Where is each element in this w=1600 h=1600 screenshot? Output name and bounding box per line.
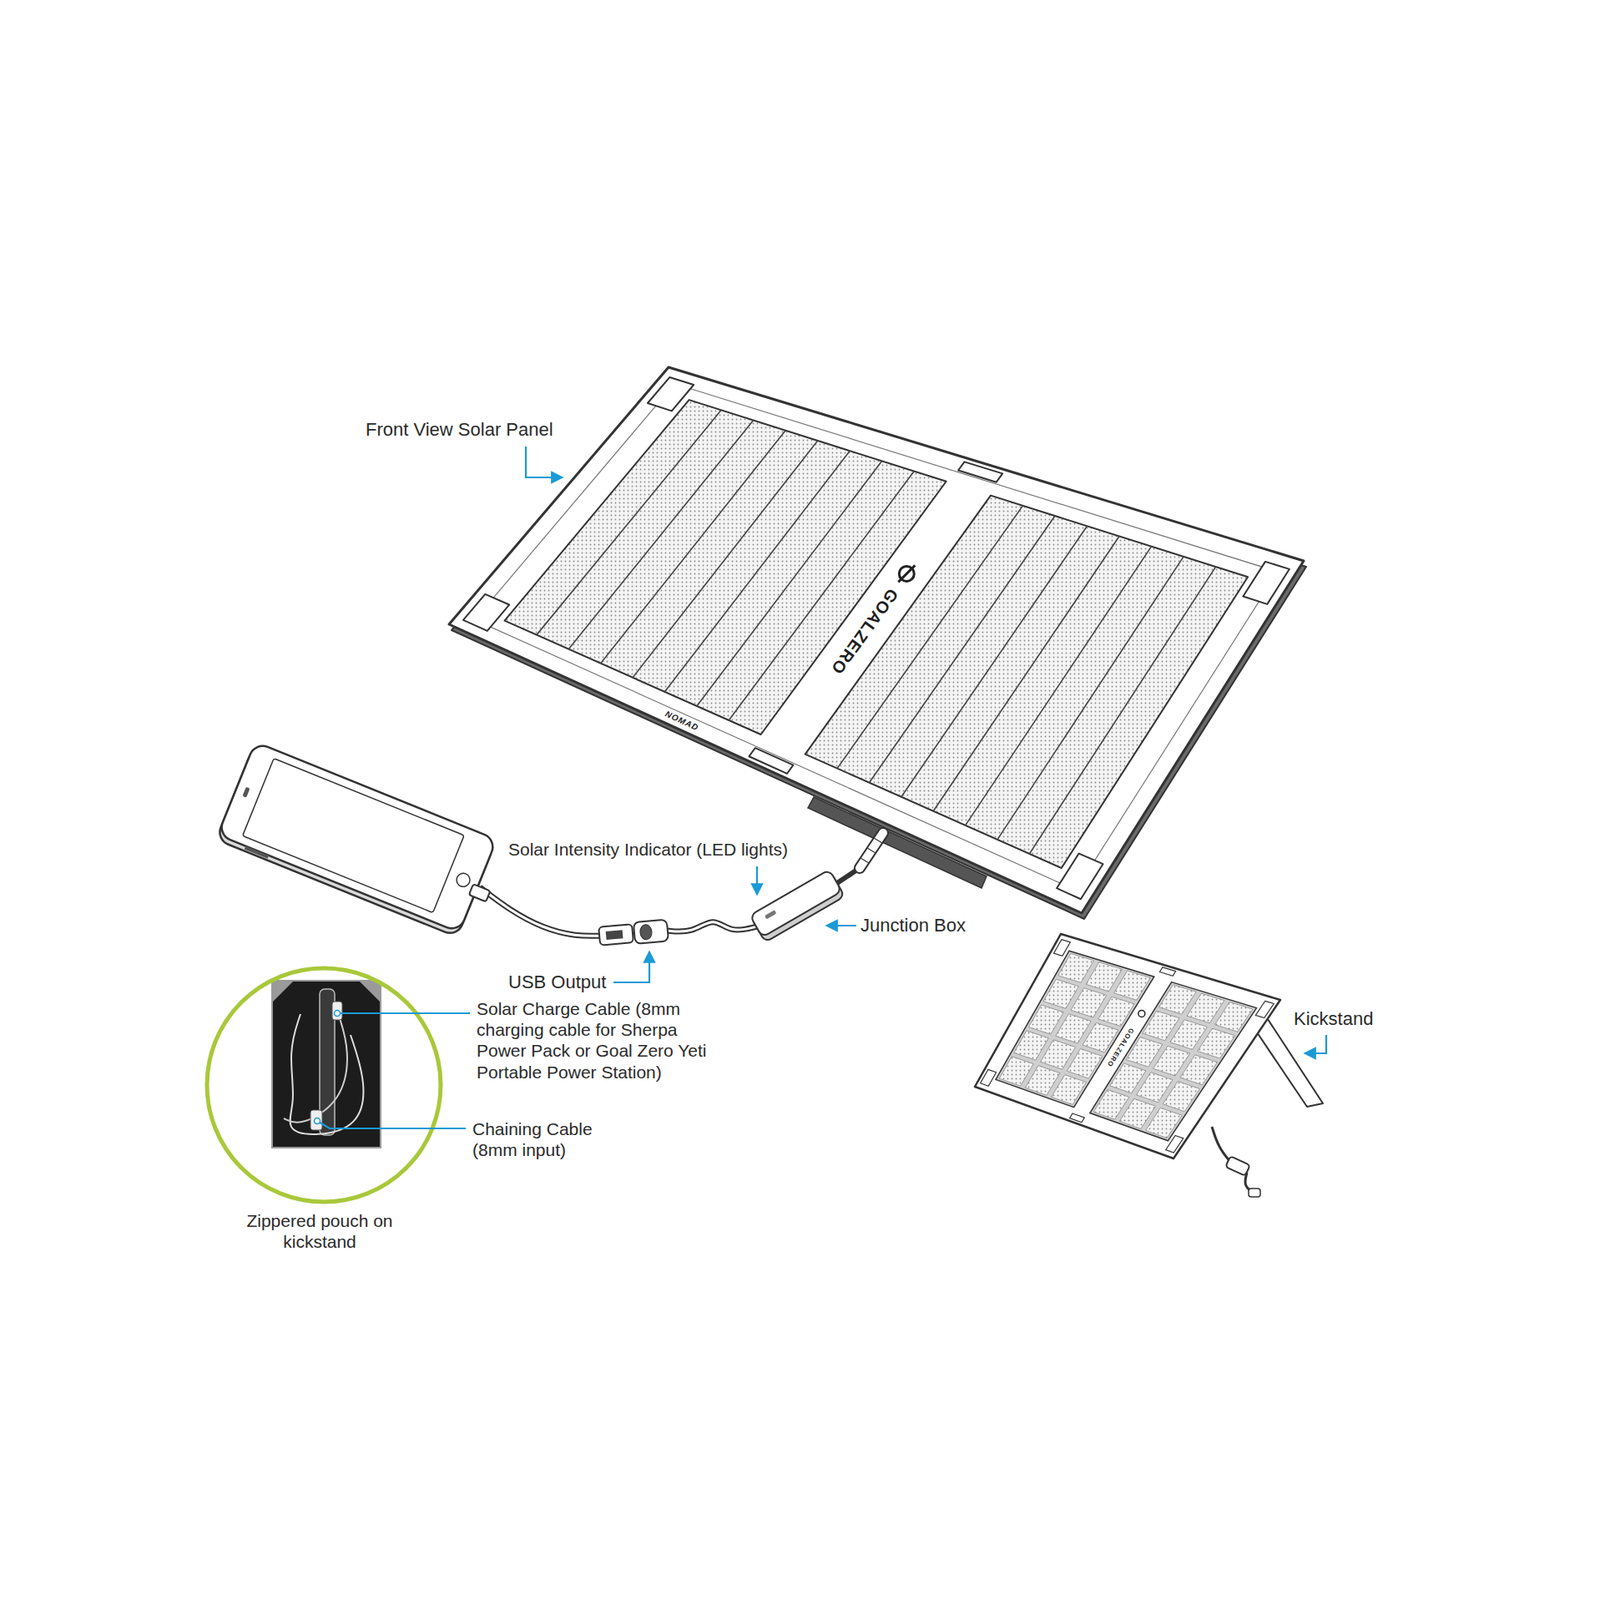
plug-ridge xyxy=(873,837,883,843)
junction-cable xyxy=(666,922,758,932)
pouch-inset xyxy=(206,968,441,1202)
plug-ridge xyxy=(860,858,869,864)
leader-arrow xyxy=(525,446,563,478)
leader-arrow xyxy=(826,924,857,927)
panel-plug xyxy=(859,832,884,869)
leader-arrow xyxy=(613,951,650,983)
leader-dot xyxy=(334,1010,341,1017)
leader-line xyxy=(317,1120,466,1129)
part-label: Chaining Cable (8mm input) xyxy=(472,1118,623,1161)
led-lights xyxy=(764,909,778,919)
part-label: Junction Box xyxy=(860,914,966,937)
part-label: Front View Solar Panel xyxy=(365,418,554,441)
phone-illustration xyxy=(216,741,510,943)
inset-caption: Zippered pouch on kickstand xyxy=(244,1210,395,1252)
junction-cable xyxy=(666,922,758,932)
leader-arrow xyxy=(1304,1034,1327,1054)
solar-panel-illustration xyxy=(449,367,1307,919)
leader-arrow xyxy=(756,866,758,895)
usb-connector xyxy=(598,919,669,948)
plug-ridge xyxy=(867,847,876,853)
part-label: USB Output xyxy=(508,971,606,994)
leader-line xyxy=(337,1012,470,1015)
usb-cable xyxy=(479,887,603,936)
panel-plug xyxy=(859,832,884,869)
usb-cable xyxy=(479,887,603,936)
part-label: Solar Intensity Indicator (LED lights) xyxy=(508,838,788,860)
leader-dot xyxy=(314,1118,321,1125)
part-label: Kickstand xyxy=(1293,1008,1373,1030)
part-label: Solar Charge Cable (8mm charging cable f… xyxy=(476,998,719,1083)
kickstand-panel-illustration xyxy=(974,933,1323,1197)
junction-box xyxy=(749,869,845,943)
